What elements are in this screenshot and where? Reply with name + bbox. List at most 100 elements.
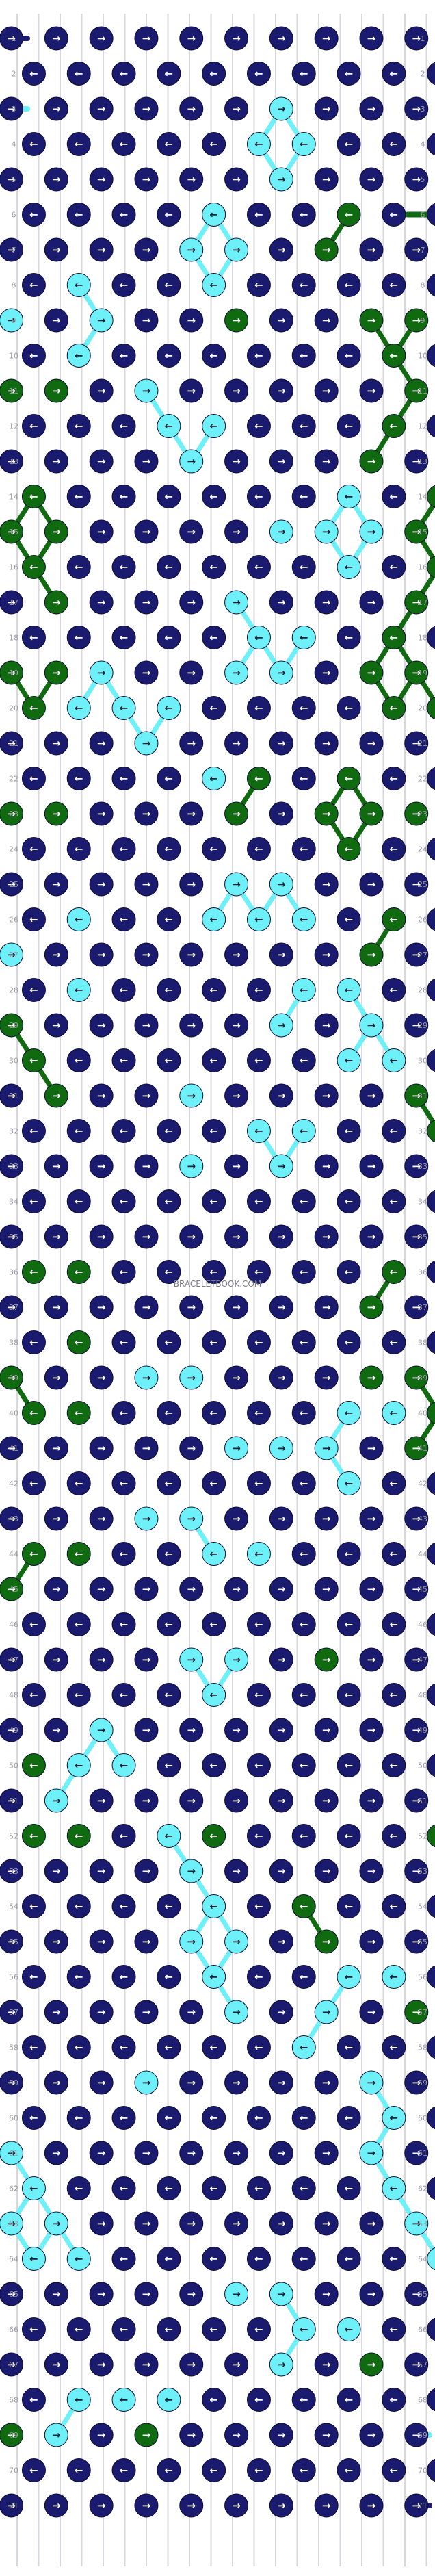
arrow-right-icon: → [277,1090,286,1102]
arrow-right-icon: → [7,1724,16,1736]
row-number-left: 12 [9,422,18,431]
knot [269,449,293,474]
arrow-right-icon: → [52,2429,61,2441]
knot [66,1612,91,1636]
knot [202,2035,226,2059]
knot [359,1859,384,1883]
knot [246,414,271,438]
arrow-right-icon: → [187,667,196,679]
knot [89,1436,114,1460]
knot [44,1929,68,1954]
knot [337,837,361,861]
knot [179,308,204,333]
arrow-right-icon: → [277,1512,286,1525]
knot [179,26,204,51]
row-number-left: 71 [9,2501,18,2510]
arrow-right-icon: → [7,1301,16,1313]
knot [404,1647,429,1672]
knot [0,2423,24,2447]
row-number-right: 54 [418,1903,427,1911]
knot [382,1965,406,1989]
knot [134,1224,159,1249]
knot [89,2070,114,2095]
knot [359,519,384,544]
arrow-right-icon: → [97,1160,106,1172]
arrow-right-icon: → [97,2147,106,2159]
knot [337,273,361,297]
knot [314,2000,339,2024]
knot [404,731,429,756]
arrow-left-icon: ← [29,420,38,433]
arrow-right-icon: → [412,808,421,820]
arrow-left-icon: ← [300,914,308,926]
arrow-right-icon: → [142,1512,151,1525]
row-number-left: 10 [9,352,18,361]
arrow-right-icon: → [277,2076,286,2089]
knot [427,1753,435,1777]
row-number-right: 23 [418,810,427,819]
knot [291,1048,316,1072]
knot [111,485,136,508]
knot [179,872,204,897]
arrow-left-icon: ← [75,209,83,221]
arrow-right-icon: → [232,455,241,467]
knot [314,96,339,121]
knot-grid: →→→→→→→→→→←←←←←←←←←←→→→→→→→→→→←←←←←←←←←←… [0,26,435,2518]
knot [382,203,406,227]
row-number-left: 29 [9,1021,18,1030]
arrow-right-icon: → [187,1794,196,1807]
arrow-right-icon: → [142,1865,151,1877]
knot [157,2247,181,2271]
knot [111,62,136,86]
arrow-right-icon: → [367,244,376,256]
knot [157,273,181,297]
arrow-right-icon: → [367,2499,376,2512]
knot [404,308,429,333]
arrow-right-icon: → [232,526,241,538]
arrow-left-icon: ← [120,1689,129,1701]
row-number-left: 58 [9,2044,18,2052]
row-number-right: 36 [418,1268,427,1277]
arrow-left-icon: ← [209,1689,218,1701]
arrow-left-icon: ← [209,2323,218,2336]
knot [134,1929,159,1954]
knot [337,1330,361,1354]
knot [337,414,361,438]
knot [427,767,435,790]
row-number-left: 1 [12,34,16,43]
arrow-left-icon: ← [120,2253,129,2265]
arrow-left-icon: ← [209,1830,218,1842]
arrow-right-icon: → [232,314,241,326]
arrow-right-icon: → [367,173,376,185]
knot [382,273,406,297]
knot [291,344,316,368]
row-number-right: 21 [418,739,427,748]
knot [89,731,114,756]
knot [157,1753,181,1777]
arrow-right-icon: → [322,737,331,749]
knot [291,1612,316,1636]
row-number-left: 68 [9,2396,18,2405]
knot [224,2423,249,2447]
arrow-left-icon: ← [75,702,83,714]
knot [382,1683,406,1707]
knot [134,801,159,826]
knot [427,414,435,438]
knot [337,555,361,579]
knot [111,837,136,861]
knot [246,2106,271,2130]
knot [0,519,24,544]
knot [134,2000,159,2024]
knot [134,96,159,121]
knot [134,449,159,474]
row-number-left: 43 [9,1515,18,1523]
knot [269,2211,293,2236]
knot [0,308,24,333]
arrow-left-icon: ← [254,702,263,714]
arrow-right-icon: → [322,1371,331,1384]
knot [21,1119,46,1143]
row-number-left: 55 [9,1937,18,1946]
knot [21,273,46,297]
knot [66,907,91,931]
knot [337,1048,361,1072]
